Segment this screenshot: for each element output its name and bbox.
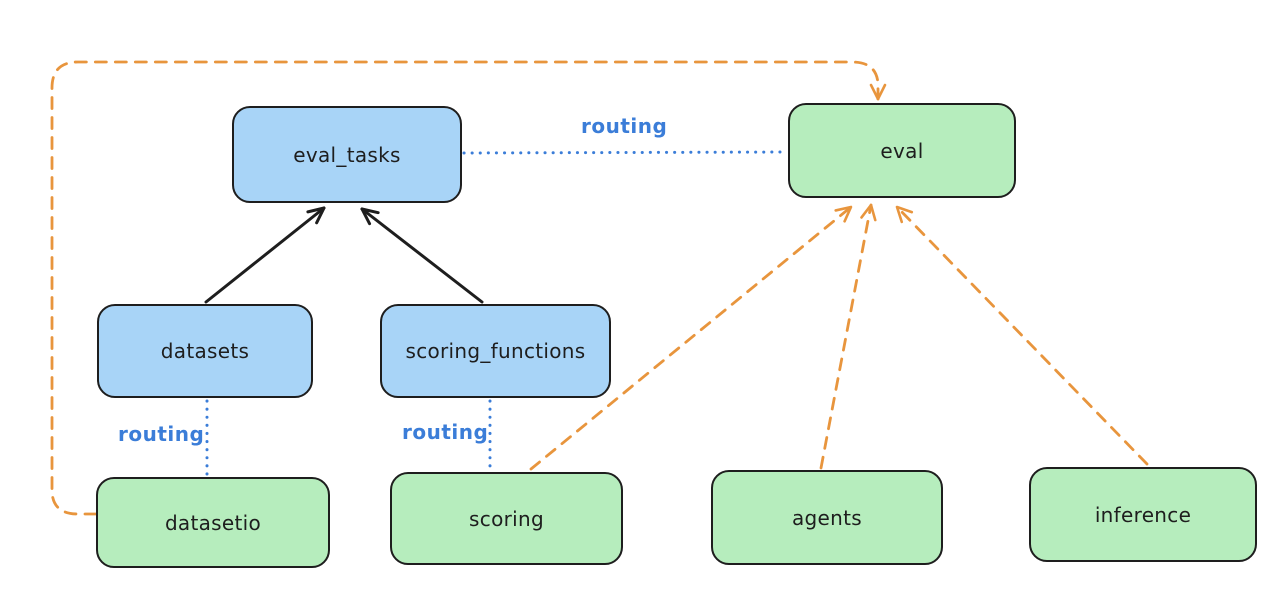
edge-agents-to-eval <box>819 203 877 470</box>
node-agents-label: agents <box>792 505 862 530</box>
node-eval-tasks: eval_tasks <box>232 106 462 203</box>
node-datasets-label: datasets <box>160 339 250 363</box>
edge-scoring-functions-to-eval-tasks <box>360 207 484 304</box>
node-scoring-label: scoring <box>469 506 544 531</box>
edge-label-routing-datasets-datasetio: routing <box>118 422 205 446</box>
node-eval: eval <box>788 103 1016 198</box>
node-scoring-functions: scoring_functions <box>380 304 611 398</box>
node-scoring: scoring <box>390 472 623 565</box>
edge-inference-to-eval <box>895 205 1149 466</box>
node-inference-label: inference <box>1094 502 1192 527</box>
edge-datasetio-to-eval <box>50 60 887 516</box>
node-datasetio: datasetio <box>96 477 330 568</box>
edge-datasets-to-eval-tasks <box>204 206 326 304</box>
node-agents: agents <box>711 470 943 565</box>
node-datasets: datasets <box>97 304 313 398</box>
node-eval-label: eval <box>880 138 924 163</box>
node-inference: inference <box>1029 467 1257 562</box>
node-datasetio-label: datasetio <box>164 510 262 535</box>
edge-eval-tasks-to-eval-routing <box>462 150 788 155</box>
edge-scoring-to-eval <box>529 205 853 471</box>
edge-label-routing-eval-tasks-eval: routing <box>581 114 668 138</box>
node-scoring-functions-label: scoring_functions <box>405 339 586 363</box>
edge-label-routing-scoring-functions-scoring: routing <box>402 420 489 444</box>
node-eval-tasks-label: eval_tasks <box>293 142 401 167</box>
